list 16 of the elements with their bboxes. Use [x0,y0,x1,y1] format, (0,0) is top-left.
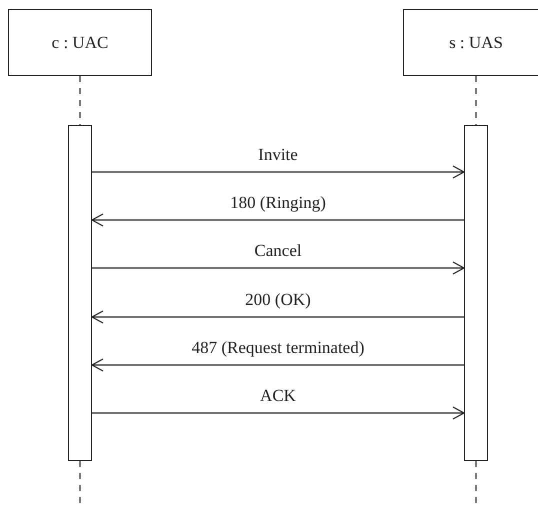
lifeline [475,461,477,506]
activation-bar [464,125,488,461]
message-arrow [91,310,464,324]
object-box [8,9,152,76]
message-arrow [92,406,465,420]
lifeline [79,76,81,125]
message-arrow [91,213,464,227]
message-arrow [92,165,465,179]
object-name: s : UAS [449,32,503,54]
lifeline [79,461,81,506]
lifeline [475,76,477,125]
object-box [403,9,538,76]
object-name: c : UAC [52,32,108,54]
activation-bar [68,125,92,461]
message-arrow [91,358,464,372]
message-arrow [92,261,465,275]
